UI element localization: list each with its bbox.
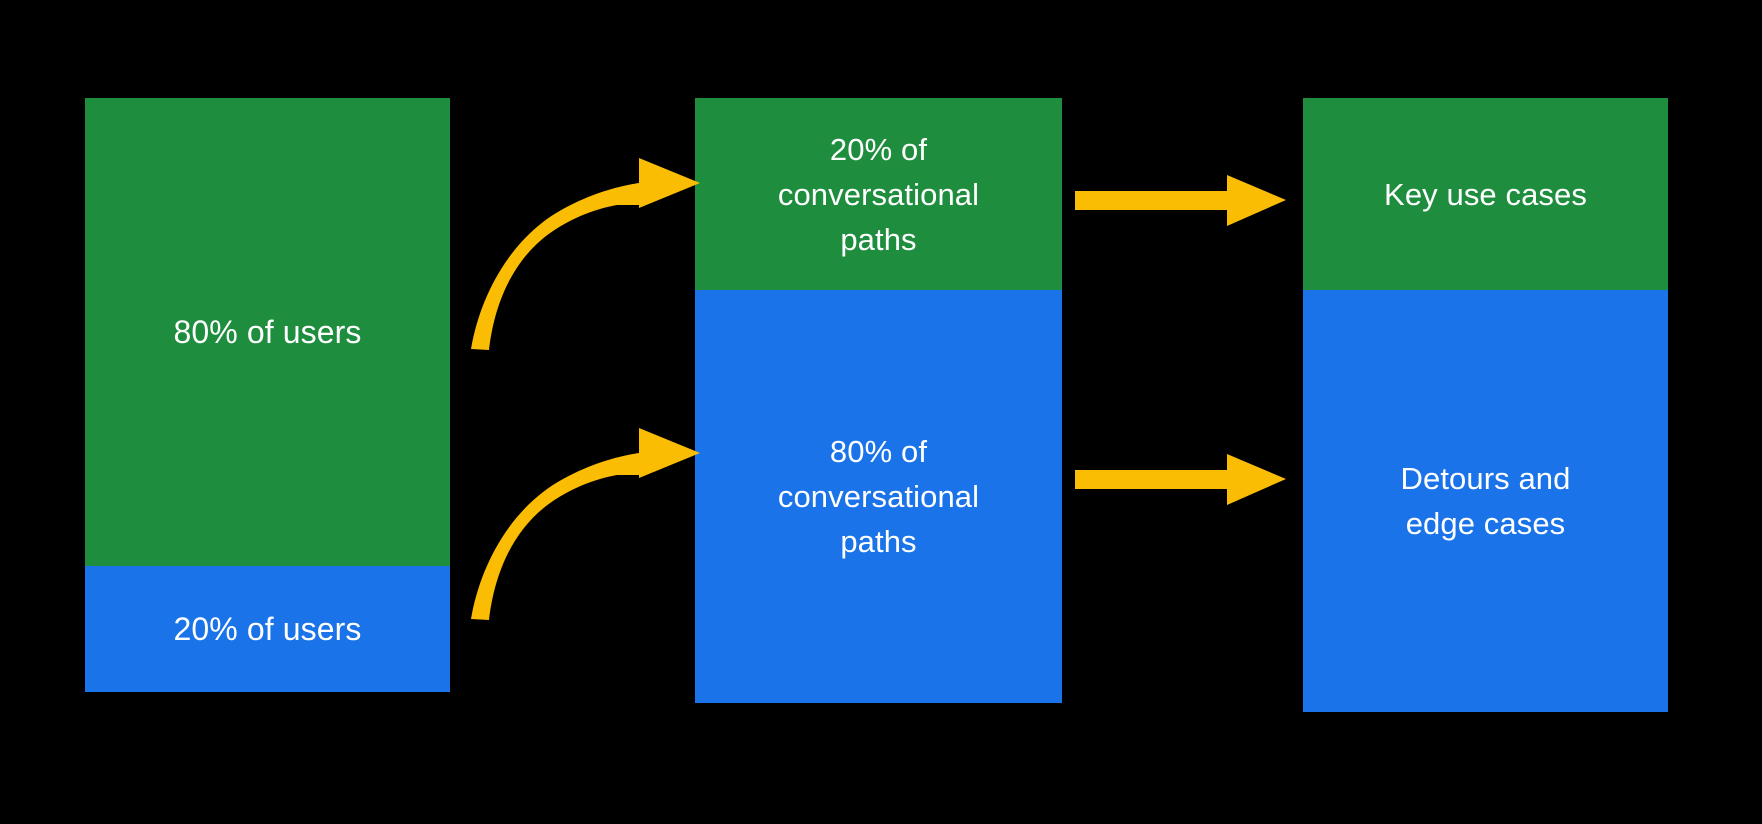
segment-users-majority-label: 80% of users	[173, 313, 362, 350]
column-conversational-paths: 20% of conversational paths 80% of conve…	[695, 98, 1062, 703]
segment-paths-majority-label: 80% of conversational paths	[777, 434, 980, 559]
segment-paths-minority[interactable]: 20% of conversational paths	[695, 98, 1062, 290]
segment-users-minority-label: 20% of users	[173, 610, 362, 647]
segment-users-majority[interactable]: 80% of users	[85, 98, 450, 566]
segment-key-use-cases-label: Key use cases	[1384, 176, 1587, 212]
segment-detours-edge-cases-label: Detours and edge cases	[1400, 461, 1571, 541]
segment-detours-edge-cases[interactable]: Detours and edge cases	[1303, 290, 1668, 712]
segment-key-use-cases[interactable]: Key use cases	[1303, 98, 1668, 290]
straight-arrow-paths-to-detours-icon	[1075, 454, 1286, 505]
curved-arrow-users-to-paths-bottom-icon	[471, 428, 700, 620]
segment-paths-majority[interactable]: 80% of conversational paths	[695, 290, 1062, 703]
segment-users-minority[interactable]: 20% of users	[85, 566, 450, 692]
column-users: 80% of users 20% of users	[85, 98, 450, 692]
segment-paths-minority-label: 20% of conversational paths	[777, 131, 980, 257]
curved-arrow-users-to-paths-top-icon	[471, 158, 700, 350]
straight-arrow-paths-to-key-use-cases-icon	[1075, 175, 1286, 226]
column-outcomes: Key use cases Detours and edge cases	[1303, 98, 1668, 712]
